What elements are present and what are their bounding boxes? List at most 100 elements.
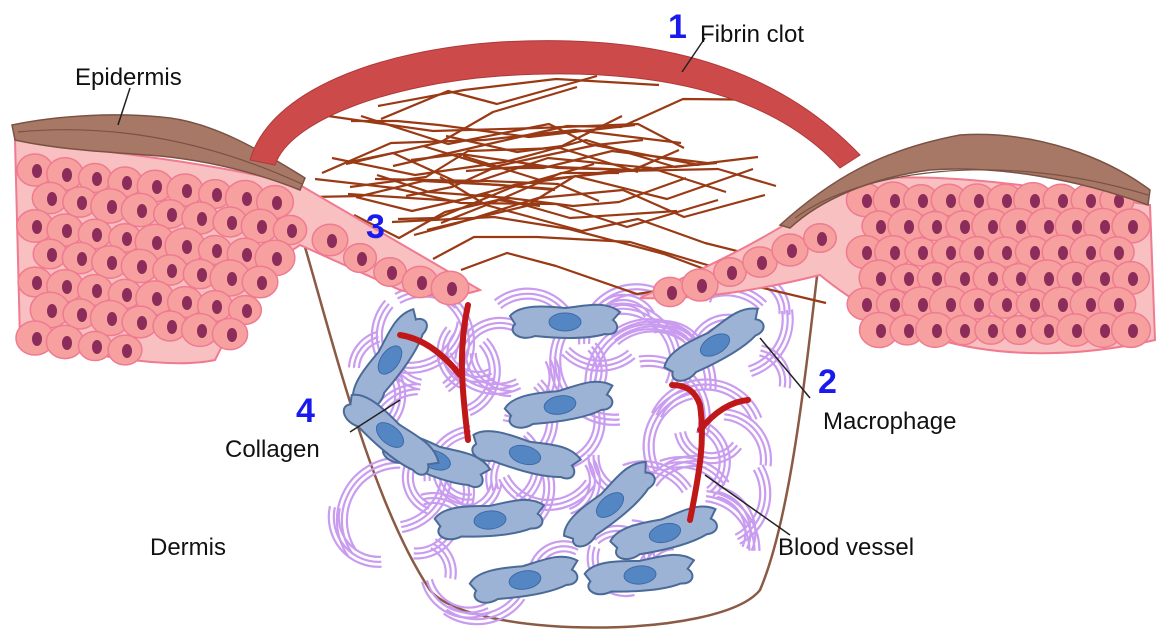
cell-nucleus: [47, 304, 57, 318]
cell-nucleus: [1114, 298, 1124, 312]
cell-nucleus: [212, 244, 222, 258]
cell-nucleus: [1044, 220, 1054, 234]
cell-nucleus: [182, 240, 192, 254]
cell-nucleus: [47, 248, 57, 262]
macrophage-nucleus: [549, 313, 581, 331]
cell-nucleus: [212, 188, 222, 202]
cell-nucleus: [1072, 272, 1082, 286]
cell-nucleus: [1100, 272, 1110, 286]
macrophage: [468, 424, 583, 485]
cell-nucleus: [227, 216, 237, 230]
cell-nucleus: [197, 268, 207, 282]
label-macrophage: Macrophage: [823, 408, 956, 435]
cell-nucleus: [876, 272, 886, 286]
cell-nucleus: [1086, 194, 1096, 208]
cell-nucleus: [946, 194, 956, 208]
cell-nucleus: [47, 192, 57, 206]
cell-nucleus: [242, 304, 252, 318]
cell-nucleus: [357, 252, 367, 266]
cell-nucleus: [62, 168, 72, 182]
cell-nucleus: [1086, 246, 1096, 260]
cell-nucleus: [1100, 324, 1110, 338]
cell-nucleus: [974, 194, 984, 208]
cell-nucleus: [242, 248, 252, 262]
cell-nucleus: [167, 320, 177, 334]
cell-nucleus: [932, 324, 942, 338]
cell-nucleus: [1002, 194, 1012, 208]
cell-nucleus: [272, 252, 282, 266]
cell-nucleus: [272, 196, 282, 210]
cell-nucleus: [167, 264, 177, 278]
cell-nucleus: [757, 256, 767, 270]
cell-nucleus: [152, 292, 162, 306]
cell-nucleus: [122, 344, 132, 358]
cell-nucleus: [92, 340, 102, 354]
cell-nucleus: [960, 272, 970, 286]
cell-nucleus: [918, 194, 928, 208]
cell-nucleus: [92, 284, 102, 298]
cell-nucleus: [918, 298, 928, 312]
cell-nucleus: [667, 286, 677, 300]
cell-nucleus: [787, 244, 797, 258]
label-collagen: Collagen: [225, 436, 320, 463]
macrophage: [468, 553, 582, 605]
label-fibrin-clot: Fibrin clot: [700, 21, 804, 48]
cell-nucleus: [974, 246, 984, 260]
cell-nucleus: [122, 176, 132, 190]
cell-nucleus: [890, 298, 900, 312]
cell-nucleus: [182, 184, 192, 198]
cell-nucleus: [1030, 298, 1040, 312]
cell-nucleus: [988, 324, 998, 338]
number-3: 3: [366, 208, 385, 246]
cell-nucleus: [152, 236, 162, 250]
cell-nucleus: [946, 246, 956, 260]
cell-nucleus: [167, 208, 177, 222]
cell-nucleus: [1016, 220, 1026, 234]
cell-nucleus: [227, 272, 237, 286]
cell-nucleus: [1044, 272, 1054, 286]
cell-nucleus: [1086, 298, 1096, 312]
cell-nucleus: [904, 324, 914, 338]
cell-nucleus: [1016, 272, 1026, 286]
cell-nucleus: [817, 232, 827, 246]
macrophage: [510, 305, 620, 338]
cell-nucleus: [447, 282, 457, 296]
cell-nucleus: [960, 220, 970, 234]
cell-nucleus: [62, 224, 72, 238]
cell-nucleus: [77, 196, 87, 210]
cell-nucleus: [417, 276, 427, 290]
cell-nucleus: [862, 194, 872, 208]
cell-nucleus: [1128, 324, 1138, 338]
cell-nucleus: [92, 228, 102, 242]
cell-nucleus: [32, 164, 42, 178]
cell-nucleus: [122, 288, 132, 302]
cell-nucleus: [1072, 220, 1082, 234]
cell-nucleus: [862, 298, 872, 312]
cell-nucleus: [227, 328, 237, 342]
cell-nucleus: [1002, 246, 1012, 260]
number-2: 2: [818, 363, 837, 401]
cell-nucleus: [107, 256, 117, 270]
cell-nucleus: [197, 324, 207, 338]
cell-nucleus: [387, 266, 397, 280]
cell-nucleus: [727, 266, 737, 280]
cell-nucleus: [904, 272, 914, 286]
cell-nucleus: [988, 220, 998, 234]
cell-nucleus: [890, 194, 900, 208]
cell-nucleus: [62, 336, 72, 350]
label-epidermis: Epidermis: [75, 64, 182, 91]
cell-nucleus: [107, 312, 117, 326]
cell-nucleus: [32, 276, 42, 290]
cell-nucleus: [77, 252, 87, 266]
cell-nucleus: [1030, 246, 1040, 260]
cell-nucleus: [197, 212, 207, 226]
cell-nucleus: [212, 300, 222, 314]
cell-nucleus: [876, 220, 886, 234]
label-dermis: Dermis: [150, 534, 226, 561]
collagen-fiber: [347, 468, 400, 551]
cell-nucleus: [1002, 298, 1012, 312]
cell-nucleus: [257, 220, 267, 234]
cell-nucleus: [62, 280, 72, 294]
